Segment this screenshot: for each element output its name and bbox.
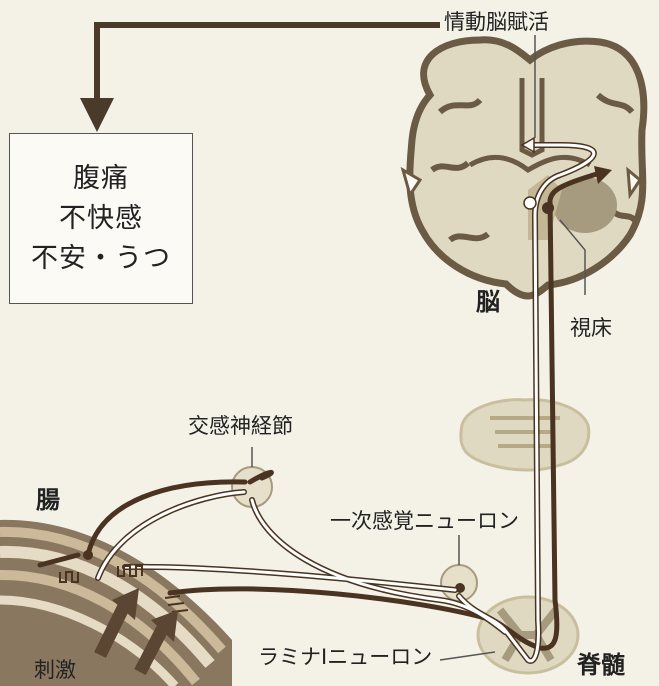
symptom-anxiety-depression: 不安・うつ <box>31 239 171 279</box>
label-spinal-cord: 脊髄 <box>577 653 625 677</box>
label-lamina-i-neuron: ラミナIニューロン <box>258 647 432 668</box>
label-emotional-brain-activity: 情動脳賦活 <box>444 12 549 33</box>
symptom-discomfort: 不快感 <box>59 199 143 239</box>
label-sympathetic-ganglion: 交感神経節 <box>188 416 293 437</box>
symptom-box: 腹痛 不快感 不安・うつ <box>9 133 193 304</box>
feedback-arrow <box>80 25 440 132</box>
label-stimulus: 刺激 <box>34 660 76 681</box>
label-brain: 脳 <box>476 290 500 314</box>
brain-section <box>403 40 644 296</box>
label-thalamus: 視床 <box>570 318 612 339</box>
label-primary-sensory-neuron: 一次感覚ニューロン <box>330 511 519 532</box>
brainstem-section <box>461 400 589 470</box>
symptom-abdominal-pain: 腹痛 <box>73 159 129 199</box>
label-intestine: 腸 <box>36 488 60 512</box>
